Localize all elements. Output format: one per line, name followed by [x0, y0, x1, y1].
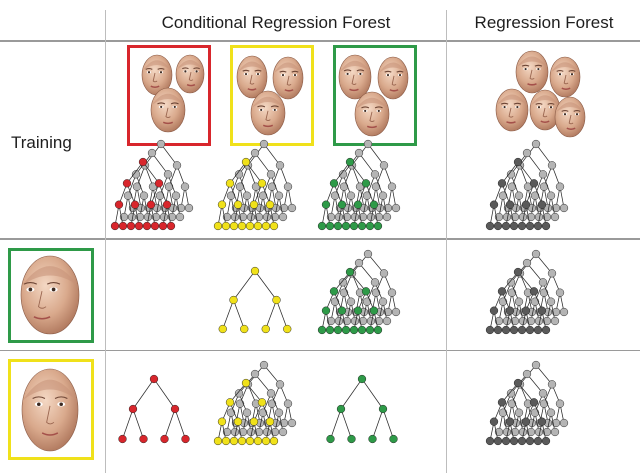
- test-face-green: [20, 255, 80, 335]
- forest-green-row-green: [317, 249, 401, 335]
- forest-yellow-row-red-tree: [118, 374, 190, 444]
- front-tree: [218, 266, 292, 334]
- front-tree: [485, 378, 551, 446]
- header-regression-forest: Regression Forest: [474, 13, 614, 32]
- face-yellow-3: [250, 90, 286, 136]
- face-regression-1: [515, 50, 549, 94]
- face-regression-3: [495, 88, 529, 132]
- forest-training-regression: [485, 139, 569, 231]
- front-tree: [110, 157, 176, 231]
- forest-yellow-row-yellow: [213, 360, 297, 446]
- face-regression-5: [554, 96, 586, 138]
- test-face-yellow: [21, 368, 79, 452]
- face-regression-2: [549, 56, 581, 98]
- front-tree: [326, 374, 398, 444]
- forest-yellow-row-regression: [485, 360, 569, 446]
- front-tree: [317, 267, 383, 335]
- face-red-1: [141, 54, 173, 96]
- column-divider-left: [105, 10, 106, 473]
- forest-training-green: [317, 139, 401, 231]
- header-conditional-regression-forest: Conditional Regression Forest: [161, 13, 391, 32]
- face-green-3: [354, 91, 390, 137]
- back-tree: [326, 148, 392, 222]
- header-divider: [0, 40, 640, 42]
- forest-training-red: [110, 139, 194, 231]
- front-tree: [485, 267, 551, 335]
- front-tree: [213, 378, 279, 446]
- front-tree: [485, 157, 551, 231]
- front-tree: [118, 374, 190, 444]
- face-regression-4: [529, 89, 561, 131]
- back-tree: [222, 148, 288, 222]
- front-tree: [213, 157, 279, 231]
- back-tree: [222, 369, 288, 437]
- forest-training-yellow: [213, 139, 297, 231]
- face-green-1: [338, 54, 372, 100]
- forest-yellow-row-green-tree: [326, 374, 398, 444]
- face-green-2: [377, 56, 409, 100]
- front-tree: [317, 157, 383, 231]
- column-divider-right: [446, 10, 447, 473]
- face-yellow-1: [236, 55, 268, 99]
- back-tree: [494, 258, 560, 326]
- forest-green-row-yellow-tree: [218, 266, 292, 334]
- face-red-3: [150, 87, 186, 133]
- face-yellow-2: [272, 56, 304, 100]
- back-tree: [494, 148, 560, 222]
- row-divider-1: [0, 238, 640, 240]
- forest-green-row-regression: [485, 249, 569, 335]
- back-tree: [326, 258, 392, 326]
- back-tree: [119, 148, 185, 222]
- row-divider-2: [0, 350, 640, 351]
- row-label-training: Training: [11, 133, 72, 152]
- face-red-2: [175, 54, 205, 94]
- back-tree: [335, 139, 401, 213]
- back-tree: [494, 369, 560, 437]
